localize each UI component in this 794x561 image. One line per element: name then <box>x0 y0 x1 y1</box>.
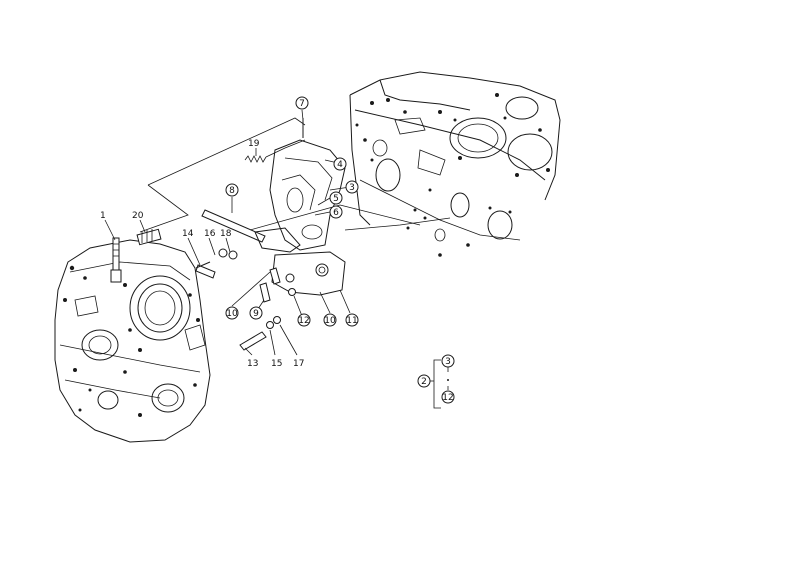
callout-18: 18 <box>220 229 232 239</box>
callout-4-circle: 4 <box>333 157 347 171</box>
callout-11-circle: 11 <box>345 313 359 327</box>
svg-text:10: 10 <box>226 309 238 319</box>
svg-text:2: 2 <box>421 377 427 387</box>
callout-15: 15 <box>271 359 282 369</box>
callout-14: 14 <box>182 229 194 239</box>
gear-case-housing <box>54 228 211 443</box>
callout-8-circle: 8 <box>225 183 239 197</box>
assembly-envelope <box>139 117 421 233</box>
callout-3-circle: 3 <box>345 180 359 194</box>
callout-13: 13 <box>247 359 258 369</box>
callout-12-circle: 12 <box>297 313 311 327</box>
svg-text:5: 5 <box>333 194 339 204</box>
svg-text:3: 3 <box>349 183 355 193</box>
svg-text:4: 4 <box>337 160 343 170</box>
svg-text:11: 11 <box>346 316 357 326</box>
legend-bottom-circle: 12 <box>441 390 455 404</box>
callout-1: 1 <box>100 211 106 221</box>
callout-19: 19 <box>248 139 260 149</box>
callout-5-circle: 5 <box>329 191 343 205</box>
svg-text:9: 9 <box>253 309 259 319</box>
legend-left-circle: 2 <box>417 374 431 388</box>
svg-text:8: 8 <box>229 186 235 196</box>
callout-7-circle: 7 <box>295 96 309 110</box>
callout-9-circle: 9 <box>249 306 263 320</box>
svg-text:10: 10 <box>324 316 336 326</box>
callouts: 1 20 14 16 18 19 8 7 4 3 5 6 <box>100 96 359 369</box>
engine-block <box>344 71 561 257</box>
callout-17: 17 <box>293 359 304 369</box>
svg-text:3: 3 <box>445 357 451 367</box>
callout-10a-circle: 10 <box>225 306 239 320</box>
svg-text:12: 12 <box>298 316 309 326</box>
svg-text:6: 6 <box>333 208 339 218</box>
callout-16: 16 <box>204 229 216 239</box>
callout-20: 20 <box>132 211 144 221</box>
callout-6-circle: 6 <box>329 205 343 219</box>
part-group-legend: 2 3 12 <box>417 354 455 409</box>
svg-text:7: 7 <box>299 99 305 109</box>
legend-top-circle: 3 <box>441 354 455 368</box>
governor-linkage <box>195 118 346 351</box>
callout-10b-circle: 10 <box>323 313 337 327</box>
svg-text:12: 12 <box>442 393 453 403</box>
